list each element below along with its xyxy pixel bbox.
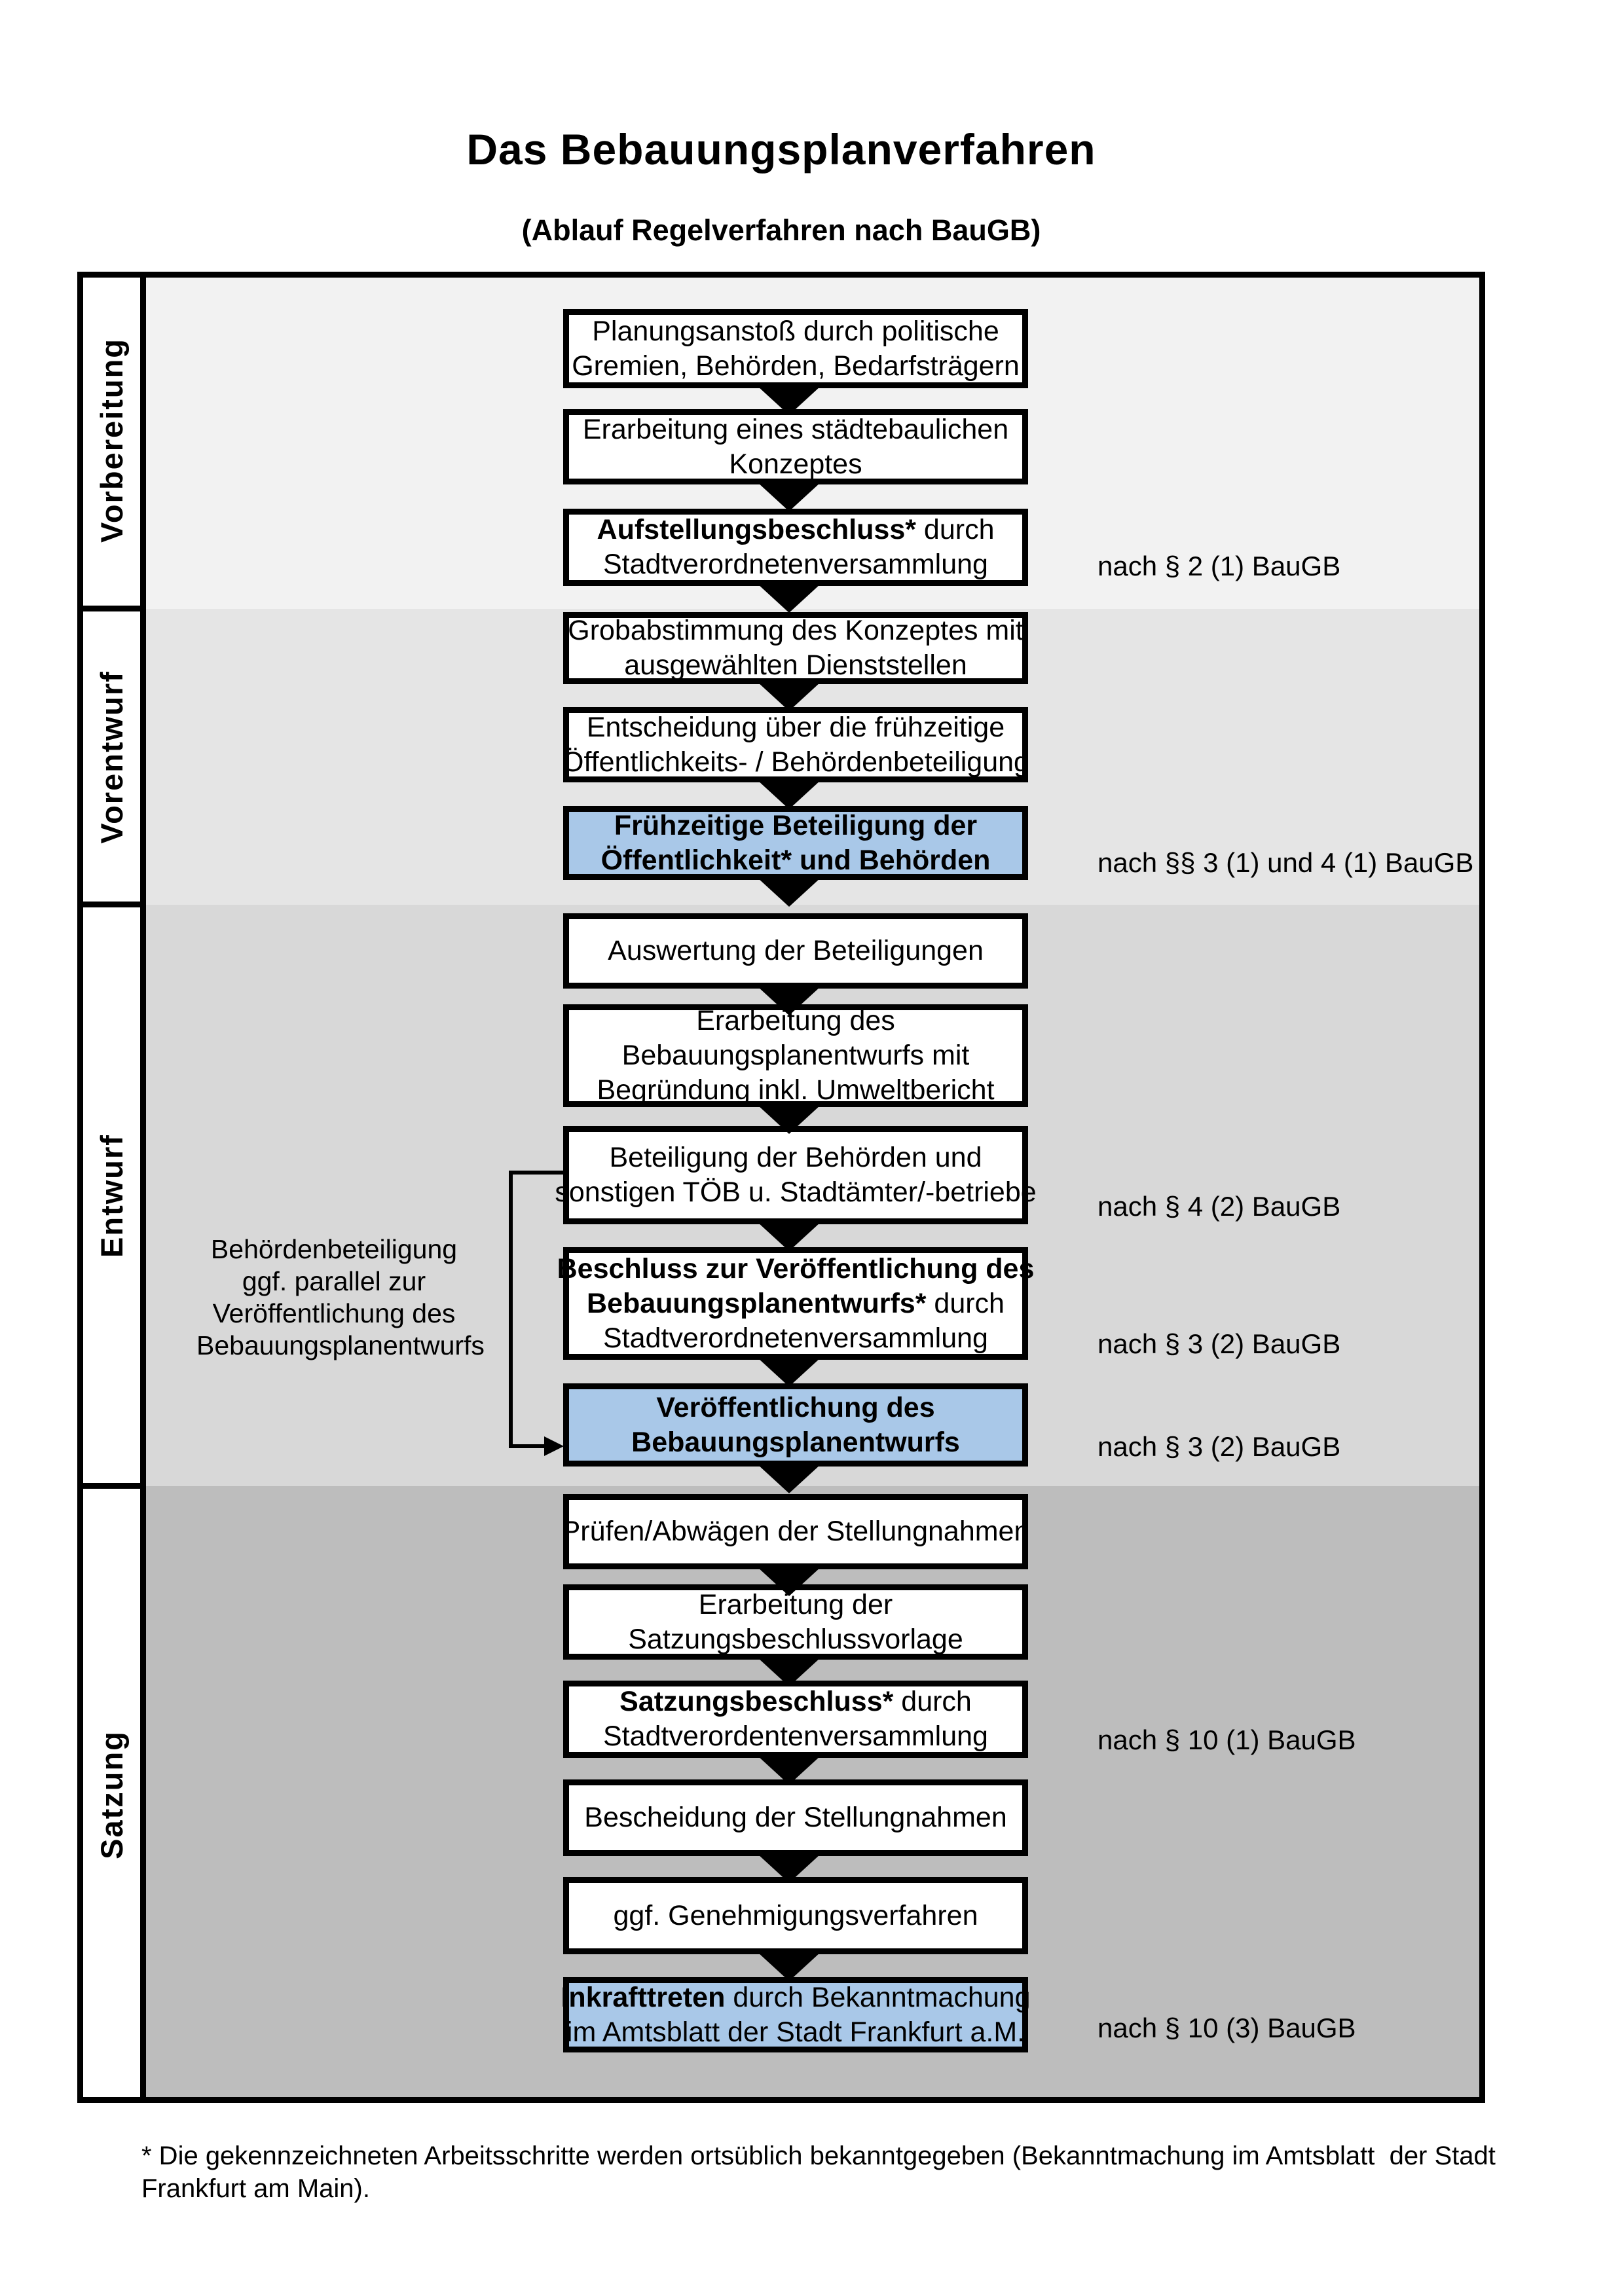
flow-step-text: Erarbeitung eines städtebaulichen	[582, 413, 1009, 445]
legal-reference: nach § 3 (2) BauGB	[1098, 1328, 1341, 1359]
flow-step-text: Öffentlichkeit* und Behörden	[600, 844, 991, 876]
flow-step-text: Bebauungsplanentwurfs mit	[621, 1040, 970, 1071]
flow-step-text: Beteiligung der Behörden und	[609, 1142, 982, 1173]
phase-label-satzung: Satzung	[77, 1486, 146, 2103]
legal-reference: nach § 10 (1) BauGB	[1098, 1724, 1356, 1755]
phase-label: Vorentwurf	[94, 670, 130, 844]
arrow-down-icon	[758, 780, 821, 809]
flow-step-text: Planungsanstoß durch politische	[592, 315, 999, 347]
phase-divider-line	[77, 606, 146, 611]
arrow-down-icon	[758, 1658, 821, 1686]
side-note-line: Bebauungsplanentwurfs	[196, 1330, 485, 1360]
arrow-down-icon	[758, 386, 821, 415]
phase-divider-line	[77, 902, 146, 907]
legal-reference: nach § 10 (3) BauGB	[1098, 2013, 1356, 2043]
phase-divider-line	[77, 1483, 146, 1489]
flow-step-text: Frühzeitige Beteiligung der	[614, 809, 978, 841]
flow-step-text: Gremien, Behörden, Bedarfsträgern	[572, 350, 1020, 382]
side-note-line: Veröffentlichung des	[212, 1298, 456, 1328]
flow-step: Auswertung der Beteiligungen	[563, 913, 1028, 989]
arrow-down-icon	[758, 1952, 821, 1981]
flow-step-text: Stadtverordnetenversammlung	[603, 1322, 988, 1354]
arrow-down-icon	[758, 1567, 821, 1596]
flow-step-text: Grobabstimmung des Konzeptes mit	[568, 615, 1024, 646]
flow-step-text: Bescheidung der Stellungnahmen	[584, 1802, 1007, 1833]
legal-reference: nach § 4 (2) BauGB	[1098, 1191, 1341, 1222]
flow-step: Prüfen/Abwägen der Stellungnahmen	[561, 1494, 1030, 1569]
legal-reference: nach §§ 3 (1) und 4 (1) BauGB	[1098, 847, 1474, 878]
footnote-line: Frankfurt am Main).	[141, 2174, 370, 2203]
flow-step-text: Stadtverordentenversammlung	[603, 1721, 988, 1752]
footnote-line: * Die gekennzeichneten Arbeitsschritte w…	[141, 2141, 1496, 2170]
flow-step: ggf. Genehmigungsverfahren	[563, 1877, 1028, 1954]
flow-step-text: Satzungsbeschlussvorlage	[628, 1623, 963, 1655]
flow-step-text: Bebauungsplanentwurfs* durch	[587, 1287, 1005, 1319]
flow-step-text: Prüfen/Abwägen der Stellungnahmen	[561, 1516, 1030, 1547]
arrow-down-icon	[758, 987, 821, 1015]
phase-label-vorentwurf: Vorentwurf	[77, 609, 146, 905]
flow-step-text: Öffentlichkeits- / Behördenbeteiligung	[562, 746, 1029, 778]
arrow-down-icon	[758, 1222, 821, 1251]
arrow-down-icon	[758, 1854, 821, 1883]
flow-step-text: sonstigen TÖB u. Stadtämter/-betriebe	[555, 1176, 1037, 1208]
flow-step: Bescheidung der Stellungnahmen	[563, 1779, 1028, 1856]
flow-step-text: Veröffentlichung des	[656, 1391, 935, 1423]
side-note: Behördenbeteiligung ggf. parallel zur Ve…	[196, 1233, 485, 1362]
flow-step-text: Bebauungsplanentwurfs	[631, 1426, 960, 1458]
phase-label-vorbereitung: Vorbereitung	[77, 272, 146, 609]
flow-step-text: Satzungsbeschluss* durch	[619, 1686, 972, 1717]
legal-reference: nach § 3 (2) BauGB	[1098, 1431, 1341, 1462]
phase-label: Entwurf	[94, 1133, 130, 1258]
flow-step-text: Konzeptes	[729, 448, 862, 480]
arrow-down-icon	[758, 483, 821, 511]
flow-step-text: ggf. Genehmigungsverfahren	[613, 1899, 978, 1931]
flow-step-text: Auswertung der Beteiligungen	[608, 935, 984, 966]
arrow-down-icon	[758, 682, 821, 711]
footnote: * Die gekennzeichneten Arbeitsschritte w…	[141, 2140, 1530, 2205]
side-note-line: Behördenbeteiligung	[210, 1234, 458, 1264]
arrow-down-icon	[758, 878, 821, 907]
flow-step-text: Inkrafttreten durch Bekanntmachung	[561, 1981, 1031, 2013]
arrow-down-icon	[758, 1465, 821, 1493]
parallel-connector-line	[509, 1171, 513, 1448]
flow-step-text: Aufstellungsbeschluss* durch	[597, 514, 995, 545]
flow-step-text: Stadtverordnetenversammlung	[603, 549, 988, 580]
arrow-down-icon	[758, 584, 821, 613]
phase-label-entwurf: Entwurf	[77, 905, 146, 1486]
arrow-down-icon	[758, 1358, 821, 1387]
flow-step-text: ausgewählten Dienststellen	[624, 649, 967, 681]
phase-label: Satzung	[94, 1730, 129, 1859]
legal-reference: nach § 2 (1) BauGB	[1098, 551, 1341, 581]
flow-step-text: Entscheidung über die frühzeitige	[586, 711, 1005, 743]
parallel-connector-line	[509, 1444, 545, 1448]
page-subtitle: (Ablauf Regelverfahren nach BauGB)	[521, 213, 1041, 247]
parallel-connector-line	[509, 1171, 564, 1175]
arrow-down-icon	[758, 1105, 821, 1134]
page-title: Das Bebauungsplanverfahren	[466, 125, 1096, 173]
side-note-line: ggf. parallel zur	[242, 1266, 426, 1296]
flow-step-text: Begründung inkl. Umweltbericht	[597, 1074, 995, 1106]
phase-label: Vorbereitung	[94, 338, 130, 543]
arrow-down-icon	[758, 1756, 821, 1785]
flow-step-text: im Amtsblatt der Stadt Frankfurt a.M.	[566, 2016, 1025, 2048]
flow-step-text: Beschluss zur Veröffentlichung des	[557, 1252, 1035, 1285]
arrow-right-icon	[544, 1436, 564, 1456]
